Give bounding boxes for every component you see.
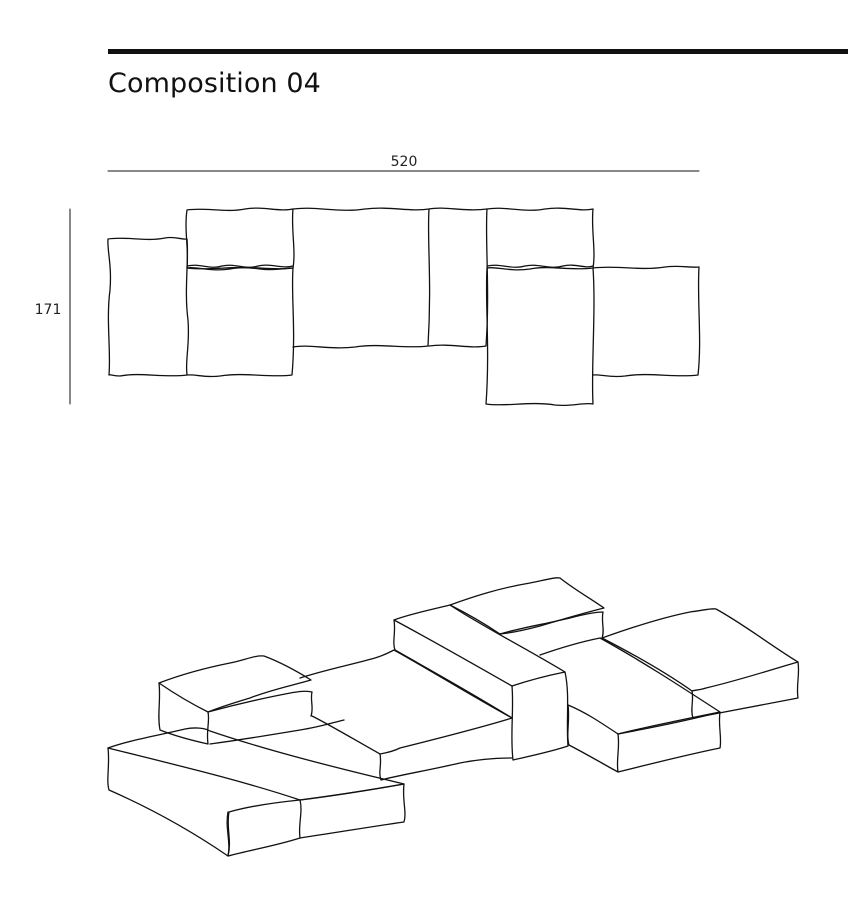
- iso-back-right-front: [499, 611, 604, 639]
- iso-tall-side: [511, 671, 569, 761]
- plan-module-6: [592, 265, 701, 378]
- plan-module-2a: [185, 207, 295, 271]
- iso-center-front: [379, 753, 513, 781]
- iso-front-left-seam-top: [209, 719, 345, 745]
- iso-front-left-top: [107, 727, 405, 801]
- iso-tall-front: [393, 619, 513, 719]
- plan-module-5-seam: [486, 264, 594, 268]
- iso-front-left-front-b: [226, 799, 302, 857]
- iso-back-left-side: [207, 690, 313, 717]
- iso-tall-top: [393, 604, 566, 687]
- isometric-view: [107, 577, 800, 857]
- iso-far-right-side: [691, 661, 800, 719]
- composition-title: Composition 04: [108, 68, 321, 99]
- iso-right-mid-front: [567, 704, 620, 773]
- plan-module-1: [107, 236, 190, 377]
- plan-module-3: [292, 207, 431, 349]
- iso-right-mid-side: [617, 711, 722, 773]
- iso-back-left-top: [158, 655, 312, 713]
- iso-front-left-front: [107, 747, 301, 857]
- width-dimension-label: 520: [391, 154, 418, 170]
- title-top-rule: [108, 49, 848, 54]
- iso-far-right-top: [601, 608, 799, 692]
- plan-module-5a: [486, 207, 595, 271]
- plan-view: [107, 207, 701, 407]
- iso-back-left-front: [158, 682, 210, 745]
- iso-back-right-top: [449, 577, 605, 635]
- plan-module-5b: [485, 267, 595, 407]
- height-dimension-label: 171: [35, 302, 62, 318]
- iso-front-left-side: [299, 783, 406, 839]
- plan-module-2-seam: [186, 264, 294, 268]
- plan-module-4: [428, 207, 489, 348]
- plan-module-2b: [186, 266, 295, 378]
- iso-center-top: [299, 649, 513, 755]
